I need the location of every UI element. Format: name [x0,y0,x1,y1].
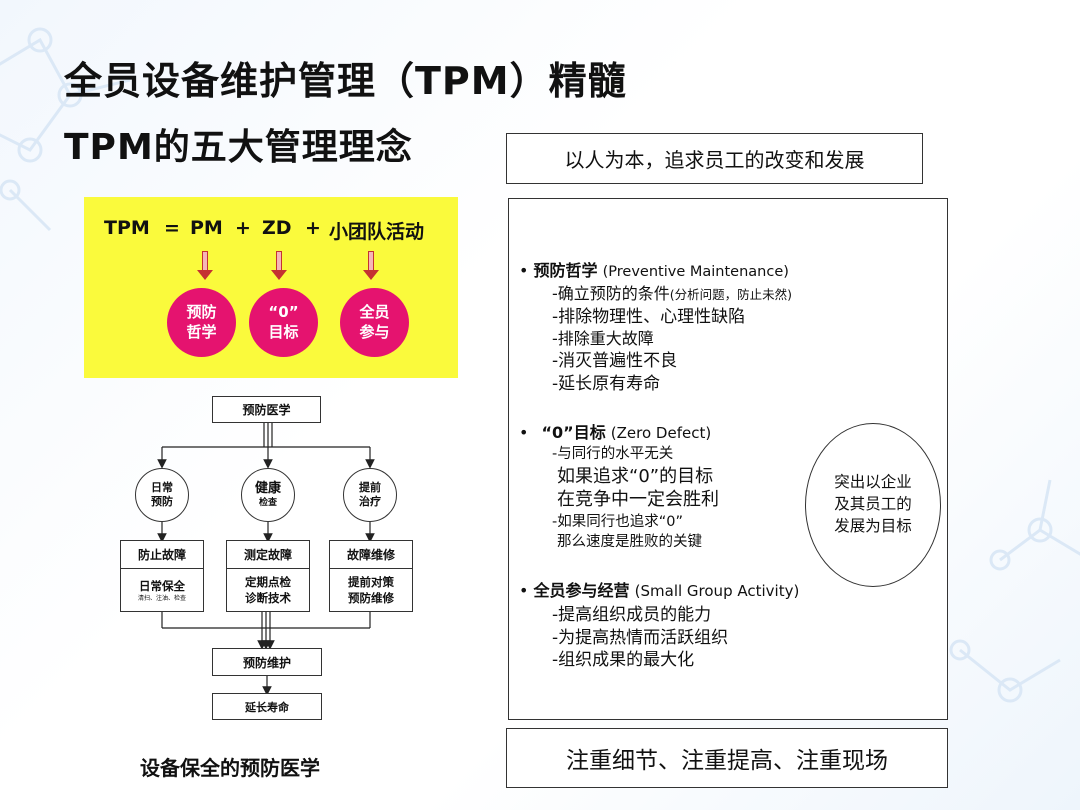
sga-heading: • 全员参与经营 (Small Group Activity) [519,581,800,600]
flow-circle-early-treatment: 提前 治疗 [343,468,397,522]
formula-term-zd: ZD [262,217,292,239]
flowchart-caption: 设备保全的预防医学 [140,756,320,780]
circle-full-participation: 全员 参与 [340,288,409,357]
zd-heading: • “0”目标 (Zero Defect) [519,423,712,442]
slide-subtitle: TPM的五大管理理念 [64,127,413,168]
formula-plus-1: + [235,217,251,239]
flow-box-prevent-failure: 防止故障 日常保全 清扫、注油、检查 [120,540,204,612]
pm-heading: • 预防哲学 (Preventive Maintenance) [519,261,789,280]
down-arrow-icon [363,251,379,280]
formula-term-tpm: TPM [104,217,150,239]
slide-title: 全员设备维护管理（TPM）精髓 [64,59,627,103]
flow-circle-health-check: 健康 检查 [241,468,295,522]
zd-item: -与同行的水平无关 [552,446,674,462]
flow-preventive-maintenance: 预防维护 [212,648,322,676]
flow-box-measure-failure: 测定故障 定期点检 诊断技术 [226,540,310,612]
zd-item: 在竞争中一定会胜利 [557,489,719,510]
down-arrow-icon [271,251,287,280]
sga-item: -组织成果的最大化 [552,650,695,670]
formula-equals: = [164,217,180,239]
pm-item: -排除物理性、心理性缺陷 [552,307,746,327]
five-concepts-box: • 预防哲学 (Preventive Maintenance) -确立预防的条件… [508,198,948,720]
people-oriented-banner: 以人为本，追求员工的改变和发展 [506,133,923,184]
formula-plus-2: + [305,217,321,239]
sga-item: -为提高热情而活跃组织 [552,628,729,648]
enterprise-goal-oval: 突出以企业 及其员工的 发展为目标 [805,423,941,587]
down-arrow-icon [197,251,213,280]
flow-box-failure-repair: 故障维修 提前对策 预防维修 [329,540,413,612]
circle-prevention-philosophy: 预防 哲学 [167,288,236,357]
zd-item: 如果追求“0”的目标 [557,466,714,487]
flow-circle-daily-prevention: 日常 预防 [135,468,189,522]
formula-term-group-activity: 小团队活动 [329,221,425,243]
tpm-formula-panel: TPM = PM + ZD + 小团队活动 预防 哲学 “0” 目标 全员 参与 [84,197,458,378]
zd-item: 那么速度是胜败的关键 [557,534,702,550]
pm-item: -排除重大故障 [552,329,654,348]
flow-extend-life: 延长寿命 [212,693,322,720]
pm-item: -消灭普遍性不良 [552,351,678,371]
zd-item: -如果同行也追求“0” [552,514,683,530]
flow-top-preventive-medicine: 预防医学 [212,396,321,423]
pm-item: -确立预防的条件(分析问题，防止未然) [552,284,793,303]
focus-banner: 注重细节、注重提高、注重现场 [506,728,948,788]
pm-item: -延长原有寿命 [552,374,661,394]
formula-term-pm: PM [190,217,223,239]
sga-item: -提高组织成员的能力 [552,605,712,625]
circle-zero-target: “0” 目标 [249,288,318,357]
